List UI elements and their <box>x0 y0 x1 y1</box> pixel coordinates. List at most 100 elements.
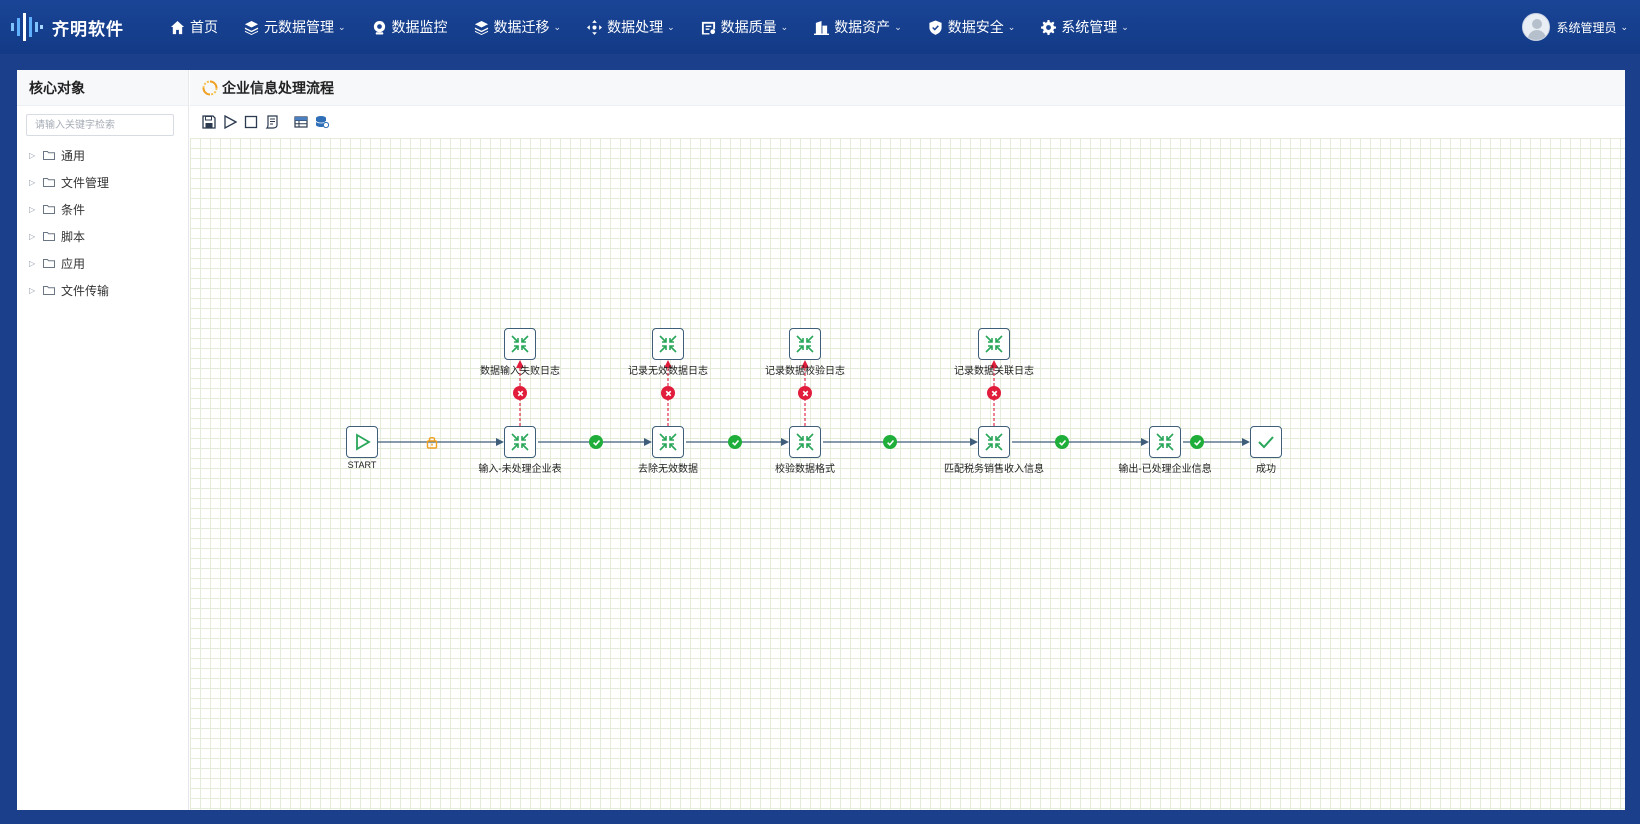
check-icon <box>731 439 739 446</box>
hop-success-icon[interactable] <box>728 435 742 449</box>
search-input[interactable] <box>26 114 174 136</box>
user-name: 系统管理员 <box>1556 20 1617 35</box>
node-success[interactable]: 成功 <box>1250 426 1282 475</box>
node-label: 成功 <box>1256 464 1276 475</box>
caret-right-icon[interactable]: ▷ <box>29 151 36 160</box>
folder-icon <box>43 178 55 187</box>
chevron-down-icon: ⌄ <box>553 21 562 32</box>
close-icon <box>665 390 671 396</box>
nav-item-migration[interactable]: 数据迁移 ⌄ <box>462 0 576 54</box>
hop-success-icon[interactable] <box>1055 435 1069 449</box>
nav-item-home[interactable]: 首页 <box>158 0 232 54</box>
chevron-down-icon: ⌄ <box>780 21 789 32</box>
node-label: 输入-未处理企业表 <box>478 464 562 475</box>
node-box <box>978 328 1010 360</box>
node-start[interactable]: START <box>346 426 378 470</box>
nav-item-label: 数据资产 <box>834 19 891 35</box>
folder-icon <box>43 286 55 295</box>
nav-item-label: 数据质量 <box>720 19 777 35</box>
node-log-association[interactable]: 记录数据关联日志 <box>954 328 1034 377</box>
node-input[interactable]: 输入-未处理企业表 <box>478 426 562 475</box>
stop-button[interactable] <box>242 114 259 131</box>
nav-item-label: 数据迁移 <box>493 19 550 35</box>
chevron-down-icon: ⌄ <box>667 21 675 32</box>
script-button[interactable] <box>263 114 280 131</box>
database-button[interactable] <box>313 114 330 131</box>
caret-right-icon[interactable]: ▷ <box>29 259 36 268</box>
tree-item-application[interactable]: ▷ 应用 <box>29 250 188 277</box>
hop-success-icon[interactable] <box>589 435 603 449</box>
object-tree: ▷ 通用 ▷ 文件管理 ▷ 条件 ▷ 脚本 ▷ 应用 <box>17 142 188 304</box>
caret-right-icon[interactable]: ▷ <box>29 286 36 295</box>
node-box <box>789 426 821 458</box>
chevron-down-icon: ⌄ <box>1121 21 1129 32</box>
save-button[interactable] <box>200 114 217 131</box>
hop-error-icon[interactable] <box>513 386 527 400</box>
hop-error-icon[interactable] <box>798 386 812 400</box>
brand[interactable]: 齐明软件 <box>0 0 150 54</box>
start-icon <box>356 433 371 451</box>
node-box <box>652 426 684 458</box>
main-nav: 首页 元数据管理 ⌄ 数据监控 数据迁移 ⌄ 数据处理 ⌄ 数据质量 ⌄ 数 <box>158 0 1143 54</box>
folder-icon <box>43 205 55 214</box>
node-log-validation[interactable]: 记录数据校验日志 <box>765 328 845 377</box>
sidebar: 核心对象 ▷ 通用 ▷ 文件管理 ▷ 条件 ▷ 脚本 <box>17 70 189 810</box>
close-icon <box>991 390 997 396</box>
caret-right-icon[interactable]: ▷ <box>29 205 36 214</box>
brand-name: 齐明软件 <box>52 19 124 39</box>
tree-item-general[interactable]: ▷ 通用 <box>29 142 188 169</box>
sidebar-title: 核心对象 <box>17 70 188 106</box>
layers-icon <box>474 20 488 35</box>
nav-item-label: 首页 <box>190 19 218 35</box>
node-box <box>504 328 536 360</box>
transform-icon <box>659 433 677 451</box>
user-menu[interactable]: 系统管理员 ⌄ <box>1522 0 1628 54</box>
tree-item-condition[interactable]: ▷ 条件 <box>29 196 188 223</box>
node-label: 匹配税务销售收入信息 <box>944 464 1044 475</box>
tree-item-script[interactable]: ▷ 脚本 <box>29 223 188 250</box>
caret-right-icon[interactable]: ▷ <box>29 232 36 241</box>
node-output[interactable]: 输出-已处理企业信息 <box>1118 426 1212 475</box>
hop-success-icon[interactable] <box>883 435 897 449</box>
nav-item-system[interactable]: 系统管理 ⌄ <box>1029 0 1143 54</box>
nav-item-metadata[interactable]: 元数据管理 ⌄ <box>232 0 360 54</box>
node-box <box>652 328 684 360</box>
table-button[interactable] <box>292 114 309 131</box>
nav-item-monitor[interactable]: 数据监控 <box>360 0 462 54</box>
move-icon <box>587 19 603 35</box>
node-label: 记录数据关联日志 <box>954 366 1034 377</box>
gear-icon <box>1041 19 1057 35</box>
editor-toolbar <box>190 106 1625 138</box>
save-icon <box>201 115 216 129</box>
hop-error-icon[interactable] <box>987 386 1001 400</box>
workflow-canvas[interactable]: START 输入-未处理企业表 去除无效数据 校验数据格式 <box>190 138 1625 810</box>
node-log-invalid-data[interactable]: 记录无效数据日志 <box>628 328 708 377</box>
run-icon <box>223 115 237 129</box>
node-validate-format[interactable]: 校验数据格式 <box>775 426 835 475</box>
tree-item-file-management[interactable]: ▷ 文件管理 <box>29 169 188 196</box>
tree-item-file-transfer[interactable]: ▷ 文件传输 <box>29 277 188 304</box>
nav-item-security[interactable]: 数据安全 ⌄ <box>916 0 1030 54</box>
node-label: 数据输入失败日志 <box>480 366 560 377</box>
run-button[interactable] <box>221 114 238 131</box>
workflow-title: 企业信息处理流程 <box>222 79 334 96</box>
hop-error-icon[interactable] <box>661 386 675 400</box>
node-log-input-failure[interactable]: 数据输入失败日志 <box>480 328 560 377</box>
folder-icon <box>43 151 55 160</box>
folder-icon <box>43 259 55 268</box>
transform-icon <box>796 335 814 353</box>
nav-item-quality[interactable]: 数据质量 ⌄ <box>689 0 803 54</box>
hop-success-icon[interactable] <box>1190 435 1204 449</box>
shield-icon <box>929 19 942 35</box>
lock-icon[interactable] <box>425 435 439 449</box>
nav-item-processing[interactable]: 数据处理 ⌄ <box>575 0 689 54</box>
tree-item-label: 脚本 <box>61 230 86 244</box>
node-box <box>346 426 378 458</box>
caret-right-icon[interactable]: ▷ <box>29 178 36 187</box>
node-remove-invalid[interactable]: 去除无效数据 <box>638 426 698 475</box>
node-label: START <box>347 460 377 470</box>
home-icon <box>170 20 185 34</box>
check-icon <box>886 439 894 446</box>
nav-item-assets[interactable]: 数据资产 ⌄ <box>802 0 916 54</box>
node-match-tax[interactable]: 匹配税务销售收入信息 <box>944 426 1044 475</box>
